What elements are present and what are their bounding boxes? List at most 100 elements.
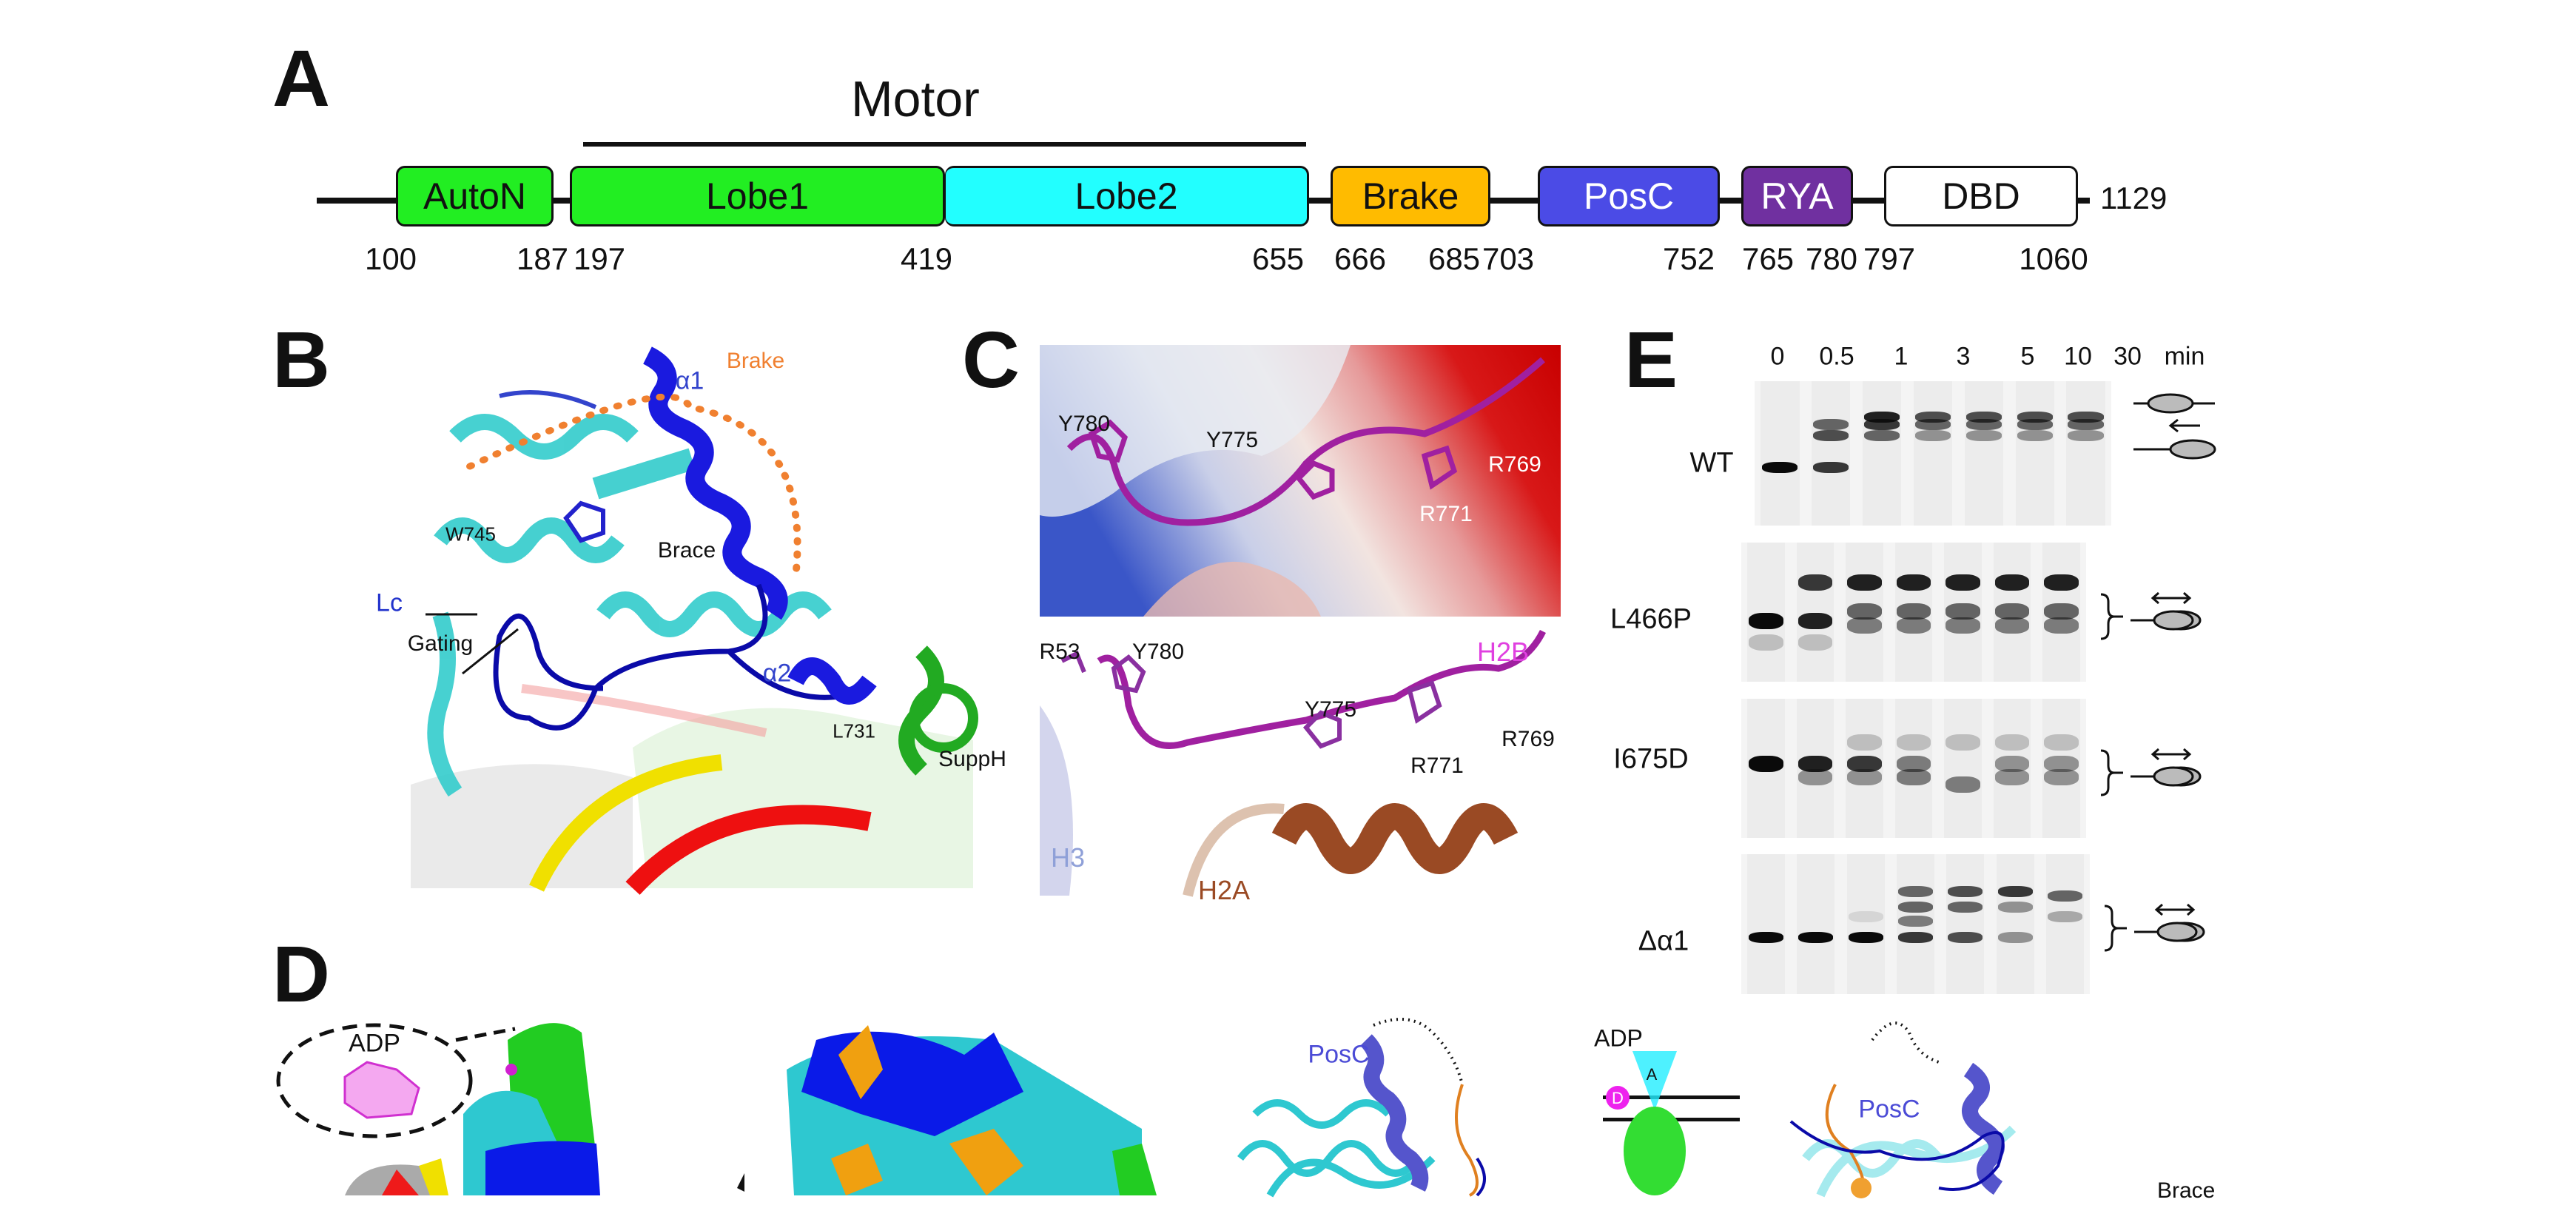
gel-band (2044, 603, 2079, 620)
domain-brake: Brake (1331, 166, 1490, 226)
gel-band (1798, 574, 1833, 591)
gel-band (1965, 430, 2002, 442)
gel-band (2068, 418, 2104, 430)
label-alpha1: α1 (675, 366, 704, 395)
label-gating: Gating (407, 631, 474, 656)
panel-label-c: C (962, 315, 1020, 404)
gel-band (1813, 462, 1849, 473)
gel-band (1798, 613, 1833, 630)
gel-band (1946, 734, 1980, 751)
gel-band (1848, 911, 1883, 923)
gel-band (1994, 755, 2030, 772)
residue-number: 765 (1741, 241, 1795, 276)
gel-lane (2066, 381, 2105, 526)
timepoint-label: 0 (1770, 342, 1785, 371)
domain-auton: AutoN (396, 166, 554, 226)
panel-label-e: E (1624, 315, 1678, 404)
domain-dbd: DBD (1884, 166, 2078, 226)
gel-lane (1894, 699, 1933, 838)
sample-label: Δα1 (1638, 925, 1689, 957)
timepoint-label: 0.5 (1819, 342, 1854, 371)
label-r53: R53 (1039, 640, 1080, 664)
gel-band (1914, 418, 1951, 430)
residue-number: 752 (1662, 241, 1715, 276)
gel-band (1864, 430, 1900, 442)
gel-lane (1996, 854, 2034, 994)
gel-lane (1846, 699, 1883, 838)
gel-lane (2015, 381, 2054, 526)
residue-number: 685 (1427, 241, 1481, 276)
electrostatic-surface-image (1040, 345, 1561, 617)
gel-band (1994, 603, 2030, 620)
panel-label-d: D (272, 929, 330, 1019)
gel-lane (1746, 543, 1785, 682)
gel-l466p (1741, 543, 2086, 682)
gel-band (1798, 769, 1833, 786)
gel-band (2017, 418, 2053, 430)
gel-lane (2042, 543, 2080, 682)
nucleosome-schematic-icon (2100, 591, 2202, 640)
gel-band (1897, 932, 1933, 944)
cryoem-map-image-2 (787, 1025, 1157, 1195)
gel-lane (1797, 854, 1835, 994)
gel-lane (1993, 699, 2031, 838)
label-r769-bottom: R769 (1501, 727, 1555, 751)
gel-lane (1944, 543, 1982, 682)
timepoint-label: 3 (1956, 342, 1971, 371)
gel-band (1994, 617, 2030, 634)
residue-number: 655 (1251, 241, 1305, 276)
residue-number: 419 (900, 241, 953, 276)
gel-lane (2045, 854, 2084, 994)
gel-band (1946, 574, 1980, 591)
label-w745: W745 (445, 523, 496, 546)
gel-lane (1846, 854, 1885, 994)
gel-lane (1964, 381, 2004, 526)
gel-band (1896, 574, 1931, 591)
label-h2b: H2B (1476, 637, 1530, 667)
timepoint-label: 5 (2020, 342, 2035, 371)
gel-lane (1812, 381, 1851, 526)
domain-posc: PosC (1538, 166, 1720, 226)
gel-band (1813, 430, 1849, 442)
gel-band (1897, 915, 1933, 927)
gel-band (1946, 776, 1980, 793)
gel-band (1997, 901, 2033, 913)
label-h2a: H2A (1197, 875, 1251, 905)
gel-band (1749, 755, 1783, 772)
gel-band (1896, 734, 1931, 751)
gel-lane (1846, 543, 1883, 682)
gel-lane (1862, 381, 1902, 526)
gel-band (1813, 418, 1849, 430)
gel-lane (2042, 699, 2080, 838)
gel-band (1896, 617, 1931, 634)
gel-band (1896, 769, 1931, 786)
gel-wt (1755, 381, 2111, 526)
domain-lobe1: Lobe1 (570, 166, 945, 226)
label-lc: Lc (376, 588, 403, 617)
gel-band (2047, 890, 2082, 902)
label-r769-top: R769 (1488, 452, 1541, 477)
label-posc-1: PosC (1308, 1040, 1370, 1069)
gel-band (1749, 932, 1784, 944)
domain-lobe2: Lobe2 (945, 166, 1309, 226)
timepoint-label: 30 (2113, 342, 2142, 371)
gel-lane (1993, 543, 2031, 682)
gel-band (1896, 755, 1931, 772)
gel-i675d (1741, 699, 2086, 838)
posc-ribbon-image-1 (1237, 1018, 1740, 1198)
gel-band (2044, 734, 2079, 751)
label-h3: H3 (1050, 842, 1086, 873)
gel-band (1896, 603, 1931, 620)
sample-label: WT (1689, 447, 1734, 479)
gel-band (1749, 634, 1783, 651)
panel-label-b: B (272, 315, 330, 404)
gel-lane (1896, 854, 1935, 994)
gel-band (1847, 617, 1882, 634)
gel-band (2044, 769, 2079, 786)
gel-band (1997, 886, 2033, 898)
gel-band (1798, 932, 1834, 944)
panel-label-a: A (272, 33, 330, 123)
label-brace: Brace (657, 538, 716, 563)
label-y775-top: Y775 (1205, 428, 1259, 452)
gel-band (2017, 430, 2053, 442)
